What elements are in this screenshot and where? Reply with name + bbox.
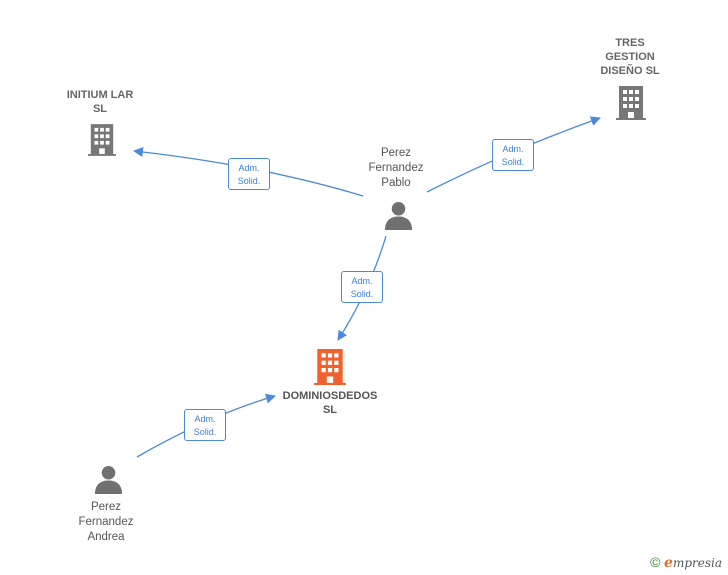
edge-label-line2: Solid. — [193, 427, 217, 437]
node-tres-gestion[interactable]: TRES GESTION DISEÑO SL — [580, 36, 680, 78]
node-perez-fernandez-pablo[interactable]: Perez Fernandez Pablo — [346, 146, 446, 191]
brand-initial: e — [664, 555, 673, 571]
company-label: INITIUM LAR SL — [66, 89, 134, 115]
copyright-icon: © — [650, 554, 661, 570]
edge-label-line1: Adm. — [502, 144, 524, 154]
edge-label-line1: Adm. — [194, 414, 216, 424]
person-label: Perez Fernandez Pablo — [368, 147, 424, 189]
node-dominiosdedos[interactable]: DOMINIOSDEDOS SL — [260, 389, 400, 417]
edge-label-line1: Adm. — [351, 276, 373, 286]
edge-label-line2: Solid. — [237, 176, 261, 186]
company-label: TRES GESTION DISEÑO SL — [600, 37, 660, 77]
node-initium-lar[interactable]: INITIUM LAR SL — [50, 88, 150, 116]
brand-name: mpresia — [672, 556, 722, 570]
person-icon[interactable] — [94, 465, 123, 494]
edge-label-pablo-initium[interactable]: Adm. Solid. — [228, 158, 270, 190]
person-label: Perez Fernandez Andrea — [78, 501, 134, 543]
person-icon[interactable] — [384, 201, 413, 230]
building-icon-highlight[interactable] — [314, 349, 346, 385]
edge-label-line2: Solid. — [350, 289, 374, 299]
edge-label-pablo-tres[interactable]: Adm. Solid. — [492, 139, 534, 171]
building-icon[interactable] — [616, 86, 646, 120]
building-icon[interactable] — [88, 124, 116, 156]
company-label: DOMINIOSDEDOS SL — [282, 390, 378, 416]
node-perez-fernandez-andrea[interactable]: Perez Fernandez Andrea — [56, 500, 156, 545]
edge-label-line1: Adm. — [238, 163, 260, 173]
edge-label-pablo-dominios[interactable]: Adm. Solid. — [341, 271, 383, 303]
brand-logo[interactable]: empresia — [664, 555, 722, 571]
brand-footer: © empresia — [650, 554, 722, 571]
edge-label-line2: Solid. — [501, 157, 525, 167]
edge-label-andrea-dominios[interactable]: Adm. Solid. — [184, 409, 226, 441]
